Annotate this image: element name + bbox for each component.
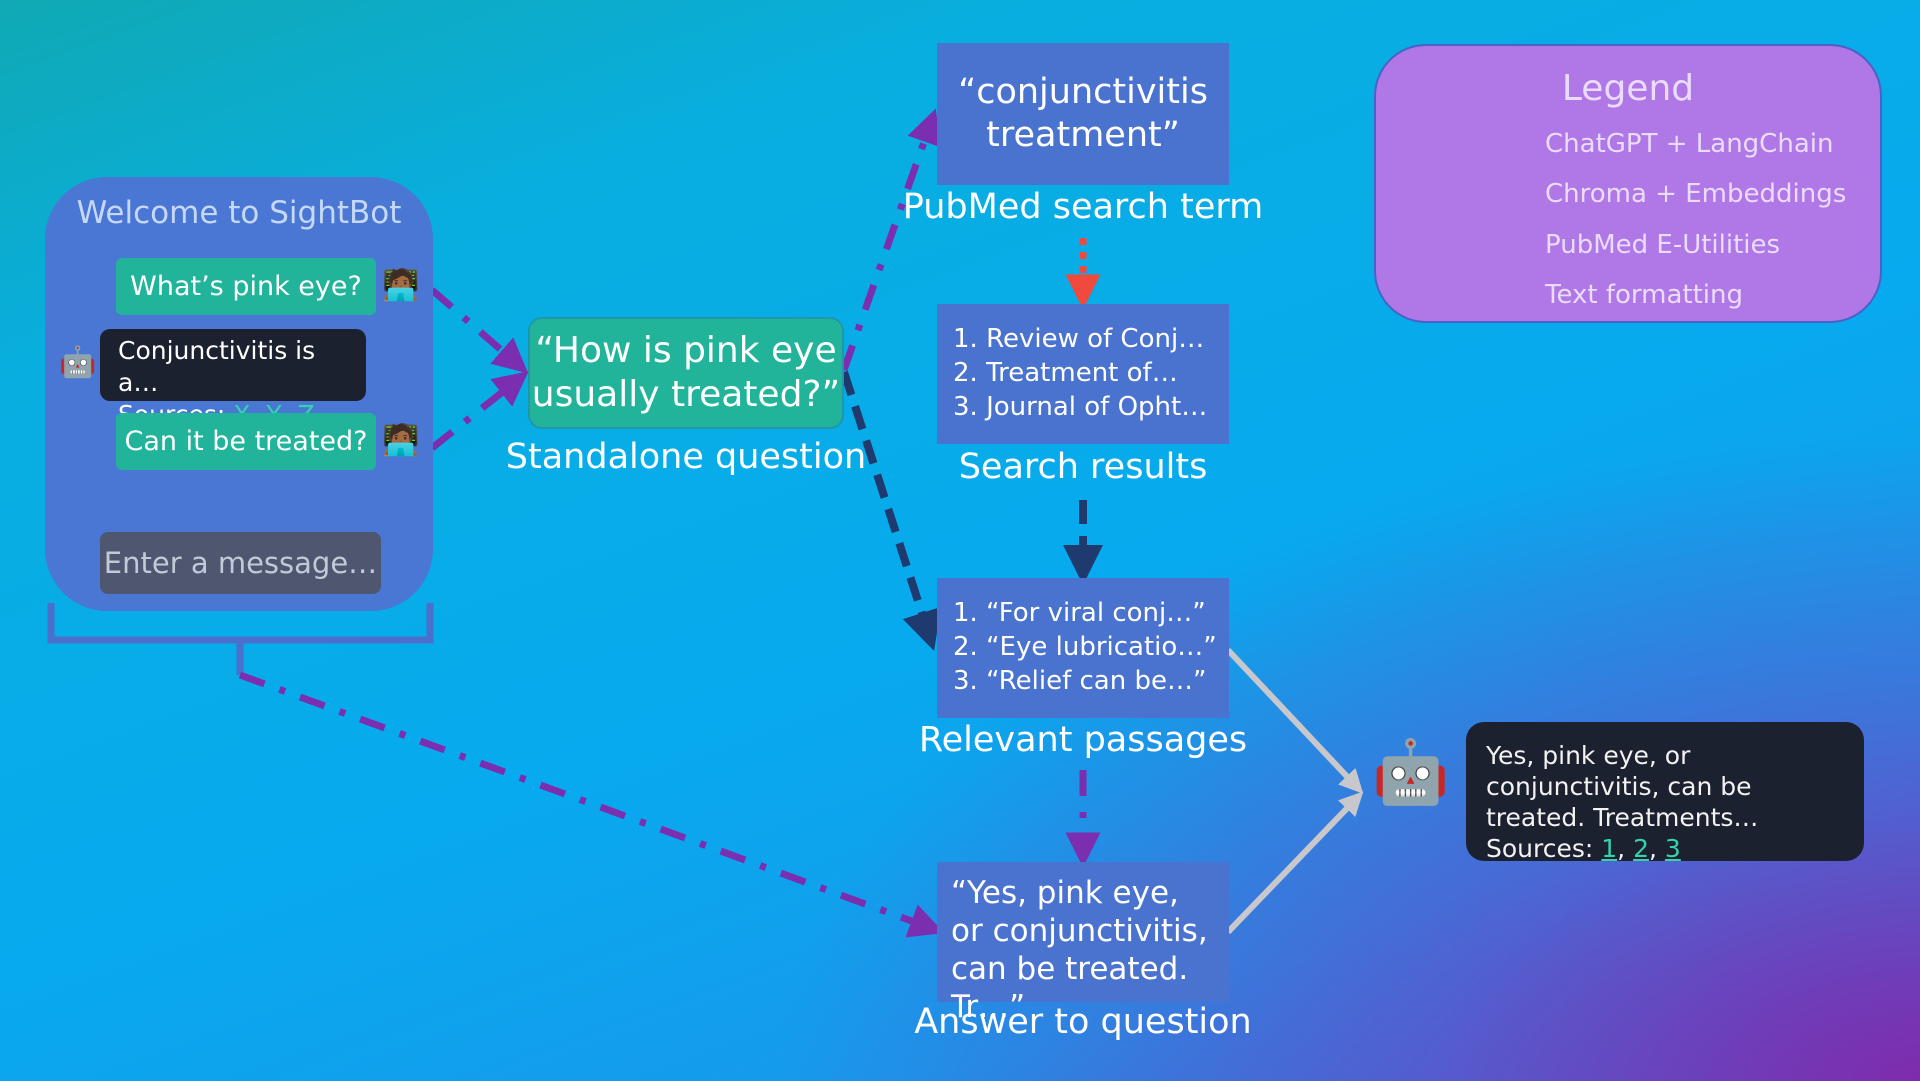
legend-label-chatgpt: ChatGPT + LangChain xyxy=(1545,129,1834,159)
arrow-answer-to-bot xyxy=(1225,791,1364,935)
user-avatar-icon: 🧑🏾‍💻 xyxy=(382,268,420,303)
legend-label-chroma: Chroma + Embeddings xyxy=(1545,179,1847,209)
passage-item: 2. “Eye lubricatio…” xyxy=(953,632,1217,662)
relevant-passages-box: 1. “For viral conj…” 2. “Eye lubricatio…”… xyxy=(937,578,1229,718)
arrow-msg2-to-question xyxy=(429,371,529,451)
legend-box xyxy=(1374,44,1882,323)
search-result-item: 3. Journal of Opht… xyxy=(953,392,1208,422)
source-link-3[interactable]: 3 xyxy=(1664,834,1681,863)
final-sources-label: Sources: xyxy=(1486,834,1594,863)
answer-draft-box: “Yes, pink eye, or conjunctivitis, can b… xyxy=(937,862,1229,1025)
standalone-question-caption: Standalone question xyxy=(505,437,867,477)
bot-message-text: Conjunctivitis is a… xyxy=(118,336,316,397)
arrow-chat-to-answer xyxy=(238,671,945,938)
final-answer-bubble: Yes, pink eye, or conjunctivitis, can be… xyxy=(1466,722,1864,863)
passage-item: 1. “For viral conj…” xyxy=(953,598,1206,628)
source-link-2[interactable]: 2 xyxy=(1633,834,1649,863)
search-term-box: “conjunctivitis treatment” xyxy=(937,43,1229,185)
legend-label-text-formatting: Text formatting xyxy=(1545,280,1743,310)
source-link-1[interactable]: 1 xyxy=(1601,834,1618,863)
arrow-question-to-searchterm xyxy=(840,108,941,372)
answer-caption: Answer to question xyxy=(914,1002,1252,1042)
search-result-item: 1. Review of Conj… xyxy=(953,324,1205,354)
arrow-question-to-passages xyxy=(840,370,941,652)
standalone-question-box: “How is pink eye usually treated?” xyxy=(528,317,844,429)
chat-title: Welcome to SightBot xyxy=(76,195,402,231)
search-result-item: 2. Treatment of… xyxy=(953,358,1178,388)
arrow-msg1-to-question xyxy=(429,287,529,374)
legend-label-pubmed: PubMed E-Utilities xyxy=(1545,230,1781,260)
bot-avatar-icon: 🤖 xyxy=(1372,735,1450,808)
legend-title: Legend xyxy=(1561,68,1695,109)
relevant-passages-caption: Relevant passages xyxy=(918,720,1248,760)
chat-bracket xyxy=(47,603,434,675)
user-avatar-icon: 🧑🏾‍💻 xyxy=(382,423,420,458)
arrow-passages-to-bot xyxy=(1225,647,1364,794)
user-message-bubble: What’s pink eye? xyxy=(116,258,376,315)
user-message-bubble: Can it be treated? xyxy=(116,413,376,470)
passage-item: 3. “Relief can be…” xyxy=(953,666,1207,696)
bot-message-bubble: Conjunctivitis is a… Sources: X, Y, Z xyxy=(100,329,366,429)
search-term-caption: PubMed search term xyxy=(902,187,1264,227)
search-results-box: 1. Review of Conj… 2. Treatment of… 3. Jou… xyxy=(937,304,1229,444)
final-answer-text: Yes, pink eye, or conjunctivitis, can be… xyxy=(1486,741,1759,832)
search-results-caption: Search results xyxy=(958,447,1208,487)
bot-avatar-icon: 🤖 xyxy=(59,345,97,380)
final-answer-sources: Sources: 1, 2, 3 xyxy=(1486,834,1681,863)
message-input[interactable]: Enter a message… xyxy=(100,532,381,594)
